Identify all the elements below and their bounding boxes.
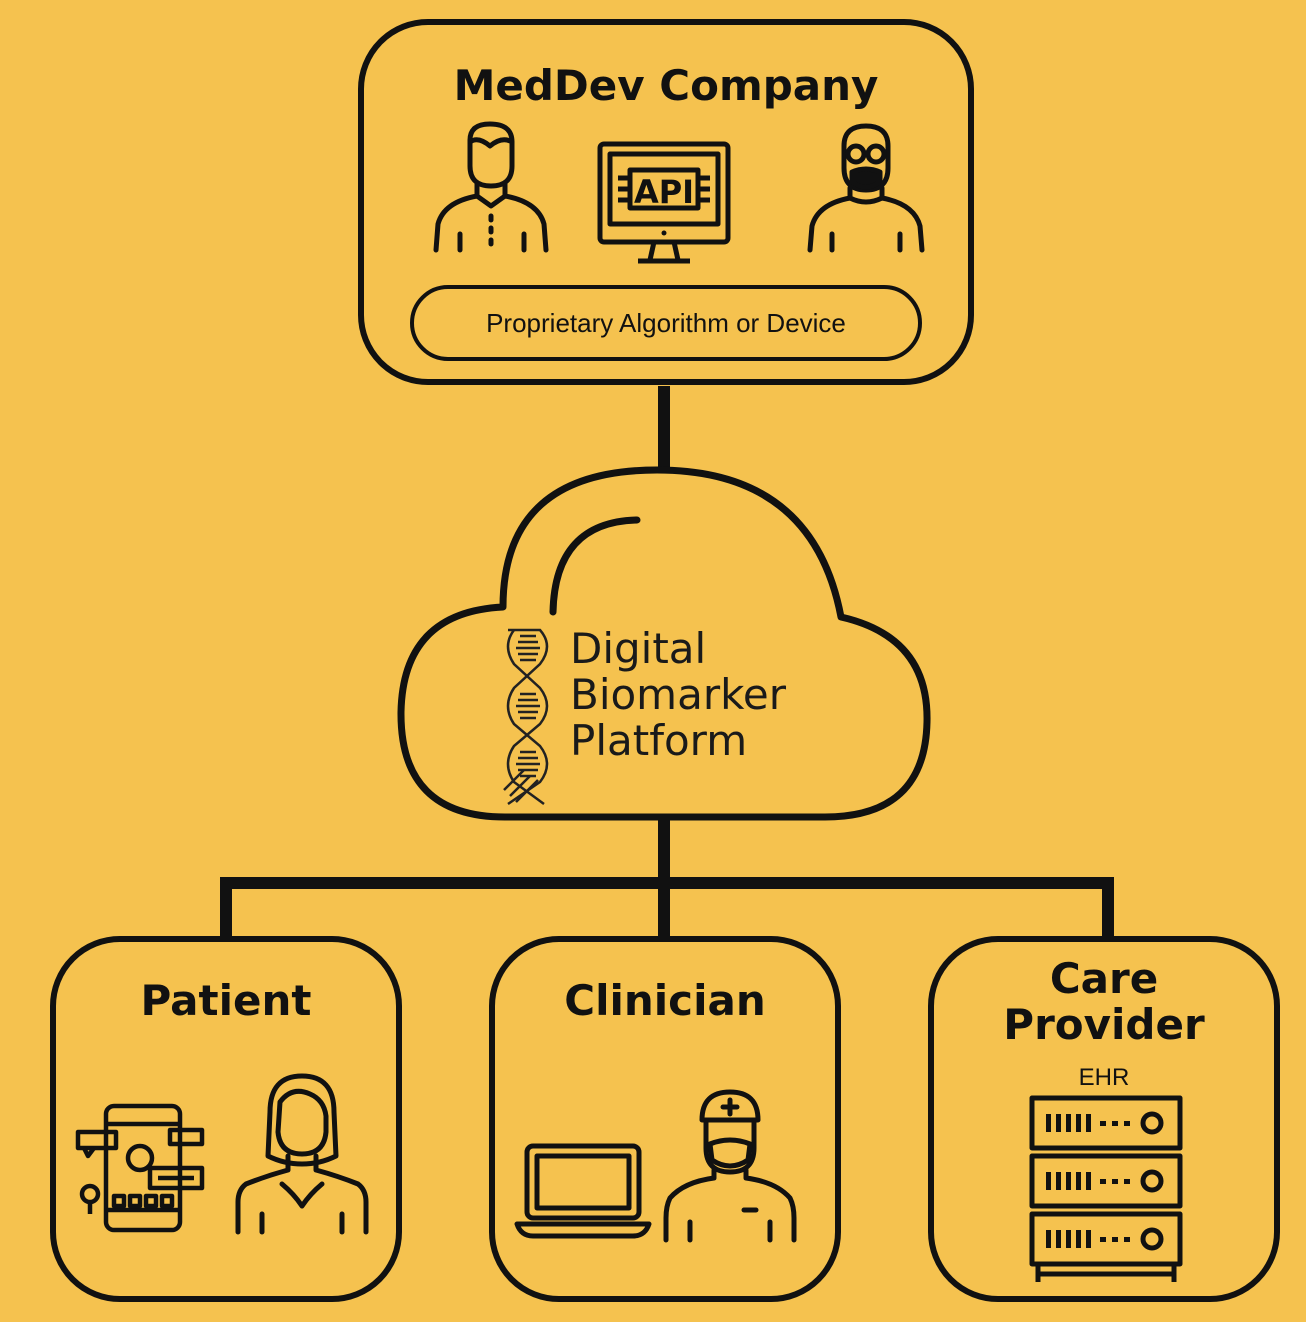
laptop-icon — [514, 1143, 652, 1239]
braid-logo-icon — [503, 628, 549, 806]
platform-line-2: Biomarker — [570, 670, 787, 719]
svg-text:API: API — [634, 173, 694, 211]
developer-icon — [807, 123, 925, 253]
patient-woman-icon — [235, 1073, 369, 1235]
platform-line-3: Platform — [570, 716, 748, 765]
platform-line-1: Digital — [570, 624, 707, 673]
businessman-icon — [433, 121, 549, 253]
patient-box: Patient — [50, 936, 402, 1302]
meddev-company-title: MedDev Company — [453, 61, 879, 110]
care-provider-title-1: Care — [1049, 954, 1159, 1003]
api-monitor-icon: API — [597, 141, 731, 264]
patient-title: Patient — [140, 976, 312, 1025]
clinician-title: Clinician — [564, 976, 766, 1025]
ehr-label: EHR — [1078, 1064, 1130, 1091]
clinician-box: Clinician — [489, 936, 841, 1302]
proprietary-algorithm-pill: Proprietary Algorithm or Device — [410, 285, 922, 361]
meddev-company-box: MedDev Company — [358, 19, 974, 385]
care-provider-title-2: Provider — [1003, 1000, 1205, 1049]
doctor-icon — [663, 1089, 797, 1243]
mobile-app-icon — [75, 1103, 205, 1233]
platform-name: Digital Biomarker Platform — [570, 626, 786, 764]
care-provider-box: Care Provider — [928, 936, 1280, 1302]
proprietary-algorithm-label: Proprietary Algorithm or Device — [486, 307, 846, 338]
server-rack-icon — [1029, 1095, 1183, 1282]
cloud-icon — [397, 466, 931, 821]
